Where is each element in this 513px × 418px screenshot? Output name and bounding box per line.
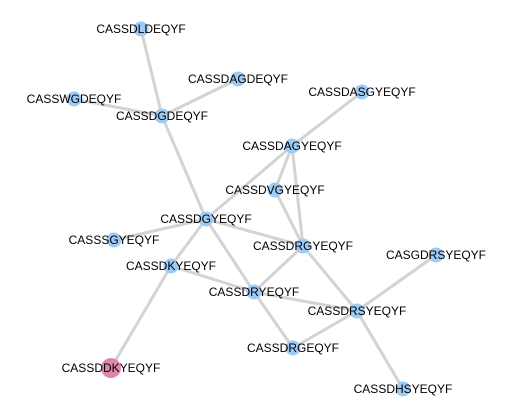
edge-n8-n13 (204, 217, 256, 294)
edge-n14-n17 (355, 309, 405, 391)
node-cassdagdeqyf[interactable] (230, 71, 246, 87)
node-label-cassdrgeqyf: CASSDRGEQYF (247, 341, 339, 355)
node-label-cassdldeqyf: CASSDLDEQYF (96, 22, 185, 36)
edge-n14-n15 (291, 309, 359, 350)
node-label-cassdkyeqyf: CASSDKYEQYF (126, 259, 216, 273)
node-label-cassdhsyeqyf: CASSDHSYEQYF (354, 382, 453, 396)
node-label-casssgyeqyf: CASSSGYEQYF (69, 233, 160, 247)
node-label-cassdagdeqyf: CASSDAGDEQYF (188, 72, 288, 86)
edges-layer (72, 27, 438, 391)
edge-n10-n13 (252, 244, 305, 294)
nodes-layer (66, 21, 444, 397)
node-cassdrsyeqyf[interactable] (349, 303, 365, 319)
node-cassdgdeqyf[interactable] (154, 108, 170, 124)
edge-n5-n6 (290, 90, 364, 148)
node-label-cassdryeqyf: CASSDRYEQYF (209, 285, 299, 299)
edge-n3-n8 (160, 114, 208, 221)
node-casswgdeqyf[interactable] (66, 91, 82, 107)
labels-layer: CASSDLDEQYF CASSWGDEQYF CASSDGDEQYF CASSDAG… (27, 22, 486, 396)
node-cassdrgyeqyf[interactable] (295, 238, 311, 254)
edge-n6-n10 (290, 144, 305, 248)
node-label-cassdgyeqyf: CASSDGYEQYF (160, 212, 251, 226)
edge-n6-n8 (204, 144, 294, 221)
node-label-cassddkyeqyf: CASSDDKYEQYF (62, 361, 161, 375)
node-label-cassdgdeqyf: CASSDGDEQYF (116, 109, 208, 123)
node-cassdagyeqyf[interactable] (284, 138, 300, 154)
edge-n13-n15 (252, 290, 295, 350)
edge-n12-n13 (169, 264, 256, 294)
node-cassdhsyeqyf[interactable] (395, 381, 411, 397)
node-cassdgyeqyf[interactable] (198, 211, 214, 227)
edge-n12-n16 (109, 264, 173, 370)
edge-n2-n3 (72, 97, 164, 118)
node-label-cassdvgyeqyf: CASSDVGYEQYF (225, 183, 324, 197)
node-casgdrsyeqyf[interactable] (428, 247, 444, 263)
node-label-cassdasgyeqyf: CASSDASGYEQYF (308, 85, 415, 99)
node-label-casgdrsyeqyf: CASGDRSYEQYF (386, 248, 486, 262)
edge-n13-n14 (252, 290, 359, 313)
node-cassdryeqyf[interactable] (246, 284, 262, 300)
edge-n8-n10 (204, 217, 305, 248)
node-cassdasgyeqyf[interactable] (354, 84, 370, 100)
node-cassddkyeqyf[interactable] (101, 358, 121, 378)
edge-n3-n4 (160, 77, 240, 118)
edge-n8-n9 (112, 217, 208, 242)
edge-n10-n14 (301, 244, 359, 313)
node-label-cassdrgyeqyf: CASSDRGYEQYF (253, 239, 353, 253)
edge-n11-n14 (355, 253, 438, 313)
node-label-cassdagyeqyf: CASSDAGYEQYF (242, 139, 341, 153)
node-label-casswgdeqyf: CASSWGDEQYF (27, 92, 122, 106)
node-cassdrgeqyf[interactable] (285, 340, 301, 356)
edge-n7-n10 (273, 188, 305, 248)
node-cassdvgyeqyf[interactable] (267, 182, 283, 198)
node-cassdkyeqyf[interactable] (163, 258, 179, 274)
edge-n1-n3 (139, 27, 164, 118)
node-cassdldeqyf[interactable] (133, 21, 149, 37)
node-label-cassdrsyeqyf: CASSDRSYEQYF (308, 304, 407, 318)
edge-n6-n7 (273, 144, 294, 192)
node-casssgyeqyf[interactable] (106, 232, 122, 248)
edge-n8-n12 (169, 217, 208, 268)
